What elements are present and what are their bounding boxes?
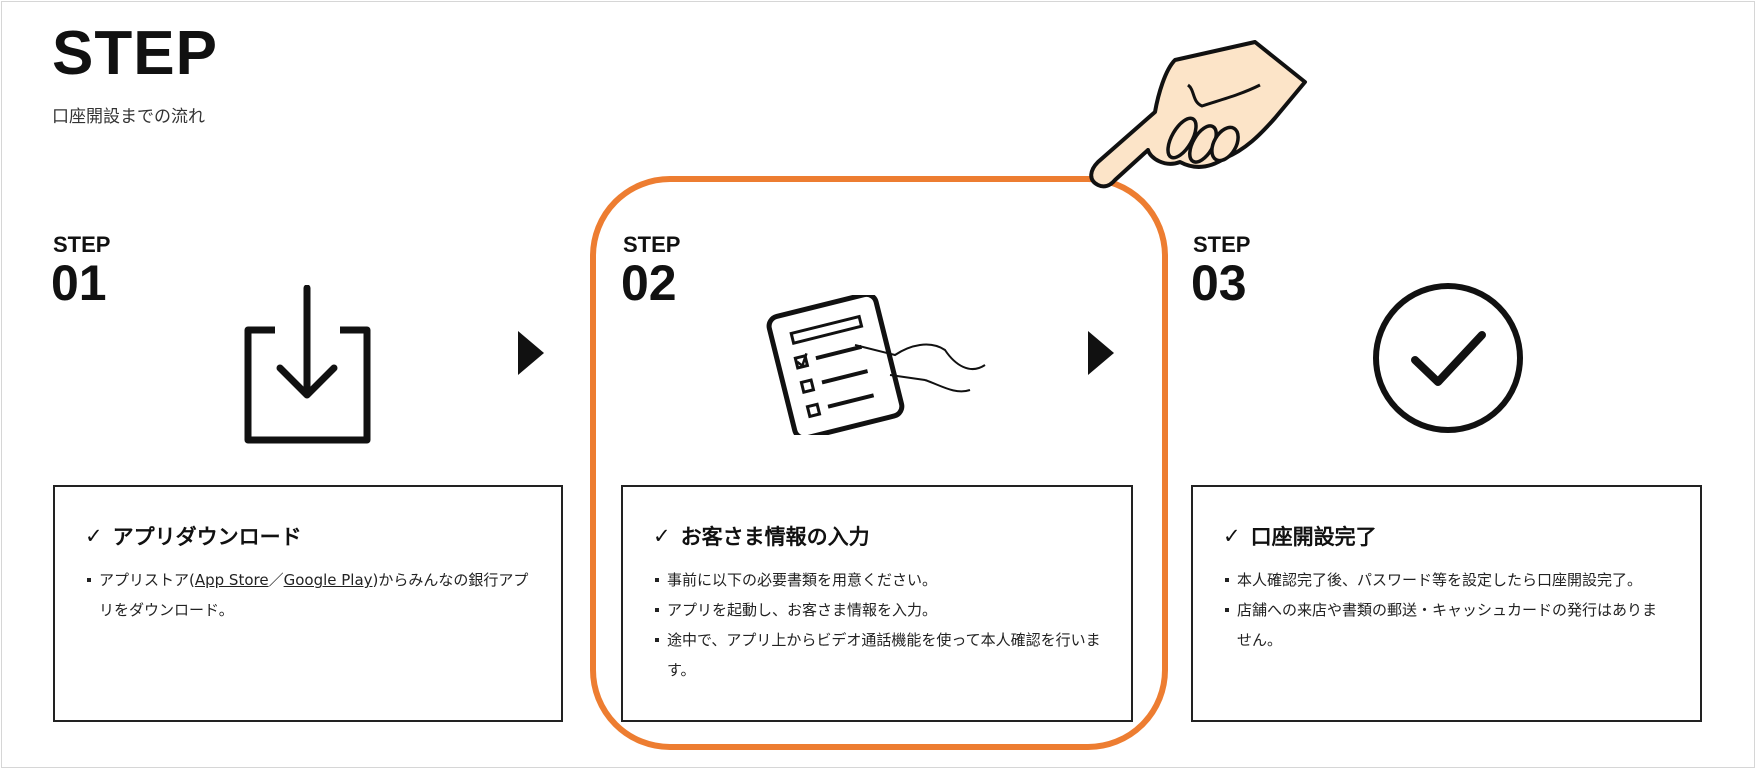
step-number: 03: [1191, 255, 1247, 311]
step-heading: お客さま情報の入力: [680, 525, 870, 549]
step-card-02: ✓ お客さま情報の入力 事前に以下の必要書類を用意ください。 アプリを起動し、お客…: [621, 485, 1133, 722]
bullet-item: 事前に以下の必要書類を用意ください。: [653, 565, 1101, 595]
bullet-item: アプリを起動し、お客さま情報を入力。: [653, 595, 1101, 625]
step-heading: 口座開設完了: [1250, 525, 1377, 549]
bullet-item: アプリストア(App Store／Google Play)からみんなの銀行アプリ…: [85, 565, 531, 625]
step-label: STEP: [1193, 232, 1251, 257]
page-subtitle: 口座開設までの流れ: [52, 107, 205, 127]
step-card-03: ✓ 口座開設完了 本人確認完了後、パスワード等を設定したら口座開設完了。 店舗への…: [1191, 485, 1702, 722]
page-title: STEP: [52, 19, 218, 88]
step-number: 02: [621, 255, 677, 311]
download-icon: [244, 285, 371, 444]
smartphone-checklist-icon: [766, 295, 986, 435]
bullet-separator: ／: [268, 571, 284, 589]
google-play-link[interactable]: Google Play: [283, 571, 373, 589]
app-store-link[interactable]: App Store: [194, 571, 269, 589]
step-label: STEP: [53, 232, 111, 257]
step-label: STEP: [623, 232, 681, 257]
check-circle-icon: [1373, 283, 1523, 433]
next-arrow-icon: [1088, 331, 1114, 375]
pointing-hand-icon: [1089, 40, 1307, 189]
bullet-text: アプリストア(: [99, 571, 195, 589]
step-card-01: ✓ アプリダウンロード アプリストア(App Store／Google Play)…: [53, 485, 563, 722]
check-icon: ✓: [1223, 524, 1241, 548]
bullet-text: )からみんなの銀行アプリをダウンロード。: [99, 571, 529, 619]
step-heading: アプリダウンロード: [112, 525, 302, 549]
bullet-item: 店舗への来店や書類の郵送・キャッシュカードの発行はありません。: [1223, 595, 1670, 655]
bullet-item: 途中で、アプリ上からビデオ通話機能を使って本人確認を行います。: [653, 625, 1101, 685]
next-arrow-icon: [518, 331, 544, 375]
step-number: 01: [51, 255, 107, 311]
bullet-item: 本人確認完了後、パスワード等を設定したら口座開設完了。: [1223, 565, 1670, 595]
check-icon: ✓: [653, 524, 671, 548]
check-icon: ✓: [85, 524, 103, 548]
